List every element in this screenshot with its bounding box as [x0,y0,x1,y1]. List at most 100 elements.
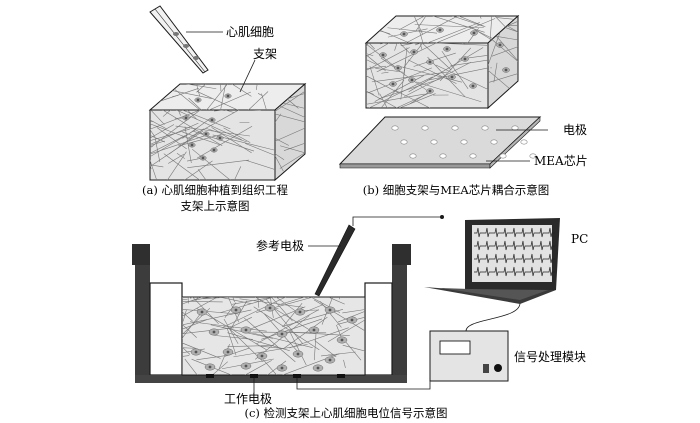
fiber [150,119,167,129]
cell-nucleus [504,68,508,72]
fiber [192,148,231,180]
electrode-dot [409,153,417,159]
fiber [257,297,260,308]
scaffold-pointer [239,59,256,93]
reference-electrode-label: 参考电极 [256,238,304,253]
fiber [203,91,252,110]
fiber [222,297,287,328]
fiber [192,297,219,325]
fiber [275,114,305,150]
fiber [182,131,220,146]
fiber [196,354,230,361]
fiber [190,84,201,97]
fiber [150,84,188,87]
fiber [227,345,274,347]
cell-nucleus [201,156,205,160]
fiber [224,110,234,113]
fiber [150,124,175,139]
fiber [380,79,405,108]
fiber [262,280,285,294]
mea-electrode-array [391,125,537,159]
fiber [227,332,290,351]
fiber [220,297,275,313]
signal-trace [474,266,555,277]
fiber [150,120,154,122]
fiber [321,297,334,325]
fiber [86,62,142,77]
electrode-dot [430,139,438,145]
panel-a: 心肌细胞 支架 (a) 心肌细胞种植到组织工程 支架上示意图 [73,5,307,213]
fiber [418,18,496,43]
fiber [289,331,307,366]
fiber [182,308,240,315]
fiber [275,127,289,146]
fiber [187,159,250,168]
cell-nucleus [312,328,316,332]
cell-nucleus [428,60,432,64]
fiber [279,145,305,155]
cardiomyocyte-label: 心肌细胞 [226,25,274,39]
fiber [214,335,254,340]
fiber [310,297,341,313]
fiber [283,102,305,119]
signal-trace [474,240,555,251]
fiber [218,344,230,370]
fiber [404,61,471,97]
fiber [191,358,233,375]
fiber [84,60,151,103]
fiber [138,81,139,84]
fiber [399,16,476,43]
fiber [275,130,285,161]
fiber [191,297,213,301]
cell-nucleus [244,364,248,368]
fiber [168,153,185,164]
cell-nucleus [280,366,284,370]
fiber [196,125,253,159]
fiber [254,297,316,334]
fiber [150,159,157,180]
fiber [212,361,228,375]
fiber [188,97,230,110]
fiber [186,157,202,162]
fiber [422,22,481,43]
fiber [182,301,223,303]
cell-nucleus [396,66,400,70]
fiber [329,297,345,305]
fiber [73,123,140,162]
fiber [222,84,252,97]
fiber [175,110,242,141]
cell-nucleus [280,332,284,336]
fiber [366,43,398,69]
fiber [423,16,485,33]
cell-nucleus [268,306,272,310]
fiber [162,110,172,117]
fiber [182,342,221,359]
fiber [182,323,197,338]
fiber [495,23,518,49]
cell-nucleus [412,50,416,54]
fiber [379,93,388,108]
fiber [349,41,362,55]
fiber [182,327,234,334]
cell-nucleus [296,352,300,356]
fiber [369,66,380,96]
fiber [409,16,424,35]
electrode-dot [529,153,537,159]
fiber [230,300,248,329]
fiber [245,91,269,110]
fiber [182,347,196,349]
electrode-dot [421,125,429,131]
fiber [217,60,276,76]
fiber [267,297,269,298]
panel-c: 参考电极 工作电极 [132,215,588,420]
fiber [403,47,408,76]
fiber [150,134,210,155]
cell-nucleus [208,365,212,369]
fiber [195,84,228,110]
cell-nucleus [212,148,216,152]
panel-b: 电极 MEA芯片 (b) 细胞支架与MEA芯片耦合示意图 [338,14,588,197]
fiber [366,16,370,23]
module-display [439,340,471,355]
fiber [261,93,274,110]
fiber [343,359,346,368]
